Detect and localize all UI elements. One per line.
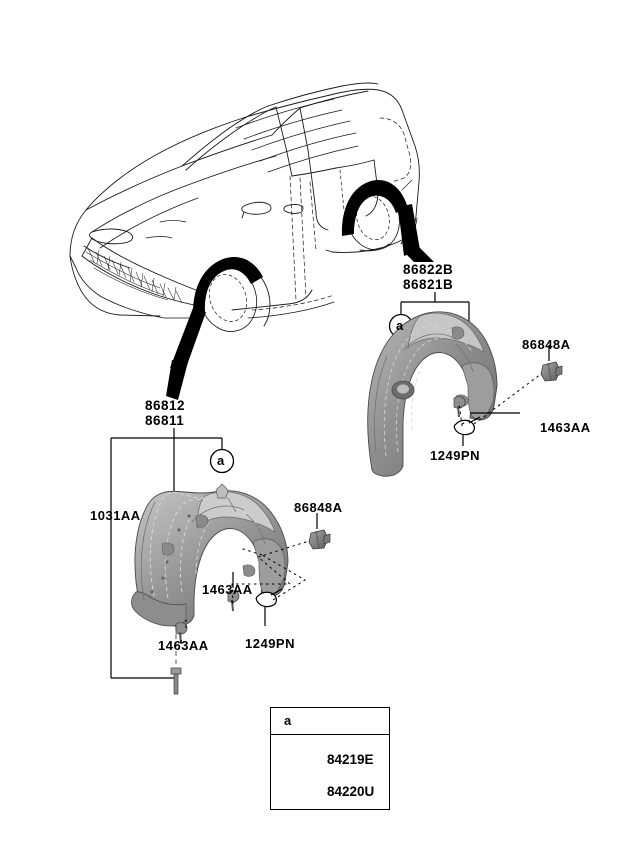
front-wheel-guard-part: [131, 483, 289, 627]
label-1249PN-rear: 1249PN: [430, 448, 480, 463]
callout-rear-part-1: 86822B: [403, 262, 454, 277]
legend-divider: [271, 734, 389, 735]
fastener-1463AA-rear: [453, 396, 520, 418]
legend-label-84219E: 84219E: [327, 752, 374, 767]
rear-assembly-group: [367, 292, 563, 477]
label-1463AA-front-middle: 1463AA: [202, 582, 253, 597]
fastener-1249PN-rear: [453, 416, 481, 446]
fastener-1249PN-front: [255, 588, 283, 626]
label-1249PN-front: 1249PN: [245, 636, 295, 651]
rear-arch-highlight: [341, 180, 434, 262]
callout-rear-part-2: 86821B: [403, 277, 454, 292]
legend-label-84220U: 84220U: [327, 784, 375, 799]
marker-a-rear-text: a: [396, 318, 404, 333]
label-1031AA: 1031AA: [90, 508, 141, 523]
label-1463AA-rear: 1463AA: [540, 420, 591, 435]
fastener-86848A-front: [308, 513, 331, 550]
callout-front-part-1: 86812: [145, 398, 186, 413]
marker-a-front: [209, 448, 235, 474]
fastener-1463AA-front-lower: [175, 622, 188, 644]
marker-a-front-text: a: [217, 453, 225, 468]
label-86848A-front: 86848A: [294, 500, 343, 515]
marker-a-legend-text: a: [284, 713, 292, 728]
fastener-86848A-rear: [540, 345, 563, 382]
vehicle-outline: [69, 82, 420, 332]
label-86848A-rear: 86848A: [522, 337, 571, 352]
label-1463AA-front-lower: 1463AA: [158, 638, 209, 653]
rear-wheel-guard-part: [367, 311, 498, 477]
callout-front-part-2: 86811: [145, 413, 185, 428]
front-assembly-group: [110, 428, 331, 695]
legend-box: [270, 707, 390, 810]
front-arch-highlight: [166, 257, 263, 400]
